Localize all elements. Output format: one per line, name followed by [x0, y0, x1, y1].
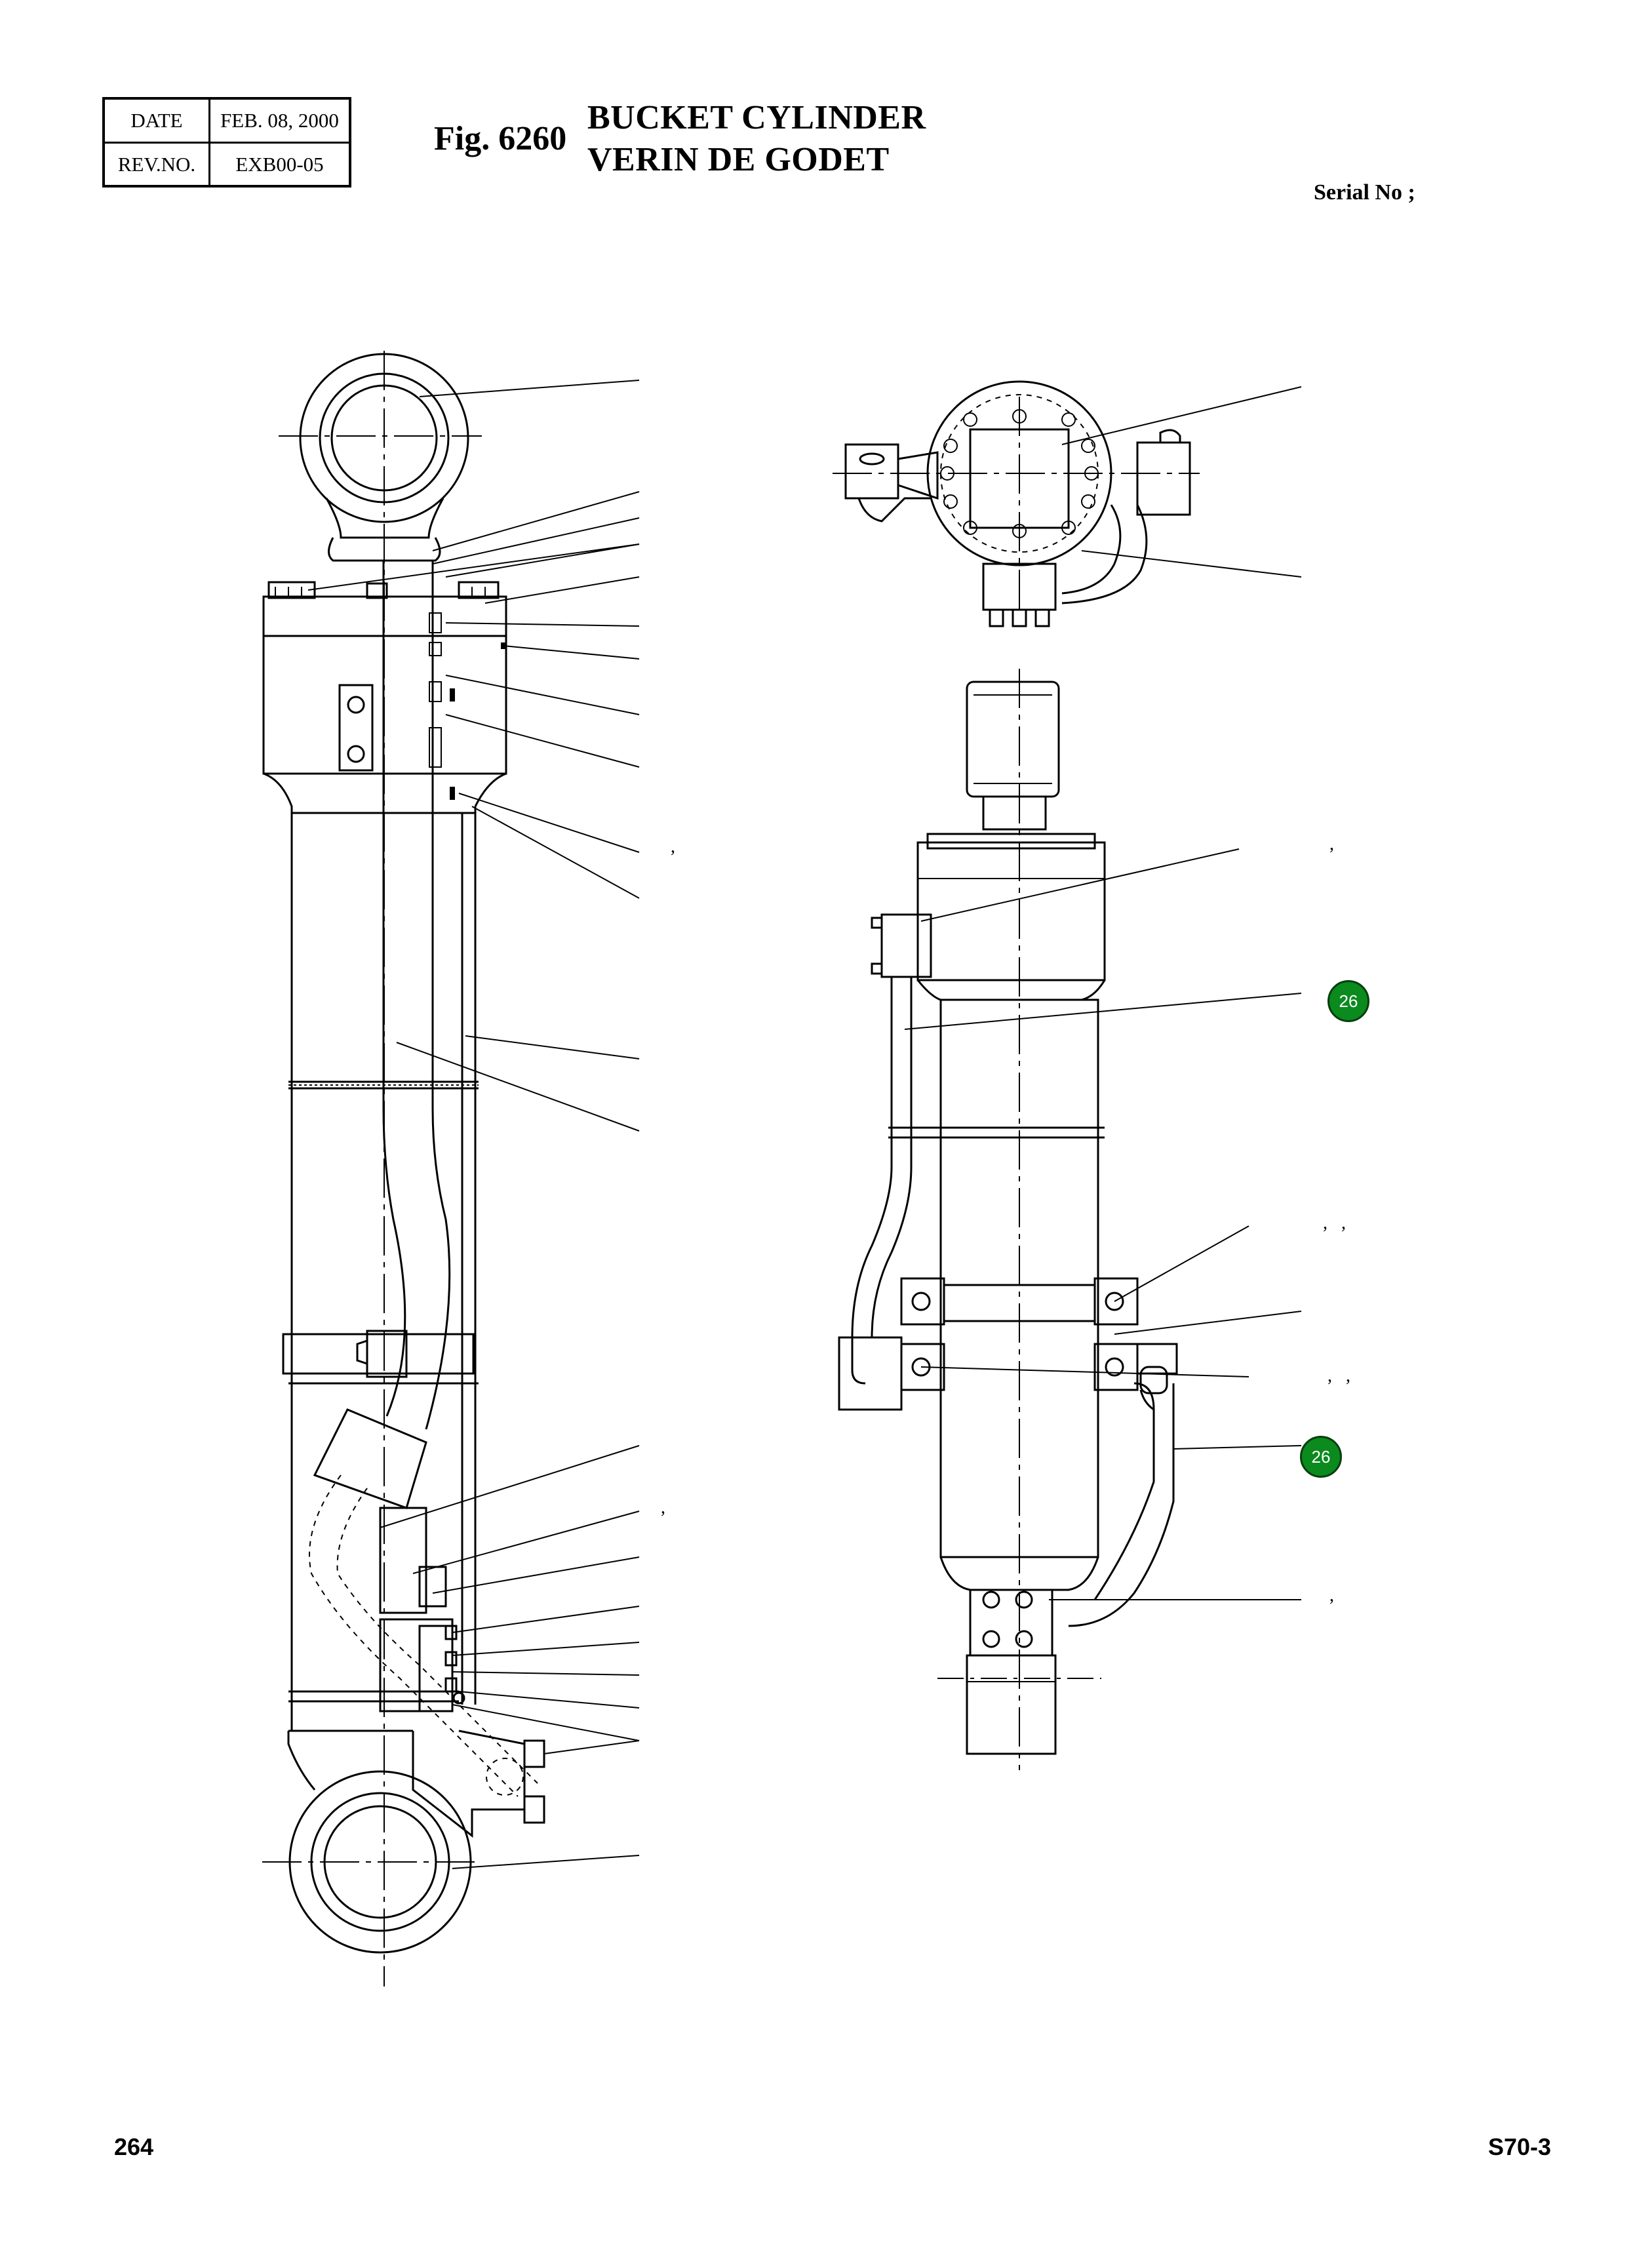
part-number-badge[interactable]: 26: [1300, 1436, 1342, 1478]
callout-mark: ,: [671, 837, 675, 857]
title-english: BUCKET CYLINDER: [587, 99, 926, 136]
rod-head: [262, 595, 507, 775]
serial-number-label: Serial No ;: [1314, 180, 1415, 205]
figure-number: Fig. 6260: [434, 120, 567, 157]
title-french: VERIN DE GODET: [587, 141, 890, 178]
front-head: [916, 841, 1106, 981]
callout-mark: ,: [661, 1497, 665, 1518]
left-cylinder-view: [262, 351, 640, 1987]
rev-value: EXB00-05: [235, 153, 324, 176]
date-label: DATE: [130, 109, 183, 132]
header-table: DATE FEB. 08, 2000 REV.NO. EXB00-05: [102, 97, 351, 188]
page-number: 264: [114, 2133, 154, 2160]
model-code: S70-3: [1488, 2133, 1552, 2160]
table-divider: [105, 142, 349, 144]
rod-eye-outer: [299, 353, 469, 523]
base-eye-outer: [288, 1770, 472, 1954]
callout-mark: ,: [1329, 834, 1334, 854]
pipe-flange: [313, 1408, 427, 1509]
callout-mark: , ,: [1328, 1366, 1350, 1386]
end-view: [833, 380, 1302, 627]
rev-label: REV.NO.: [117, 153, 196, 176]
callout-mark: , ,: [1323, 1213, 1346, 1233]
end-flange: [926, 380, 1112, 566]
pipe-clamp: [282, 1333, 475, 1375]
date-value: FEB. 08, 2000: [220, 109, 339, 132]
part-number-badge[interactable]: 26: [1328, 980, 1369, 1022]
callout-mark: ,: [1329, 1585, 1334, 1606]
front-cylinder-view: [838, 669, 1302, 1770]
